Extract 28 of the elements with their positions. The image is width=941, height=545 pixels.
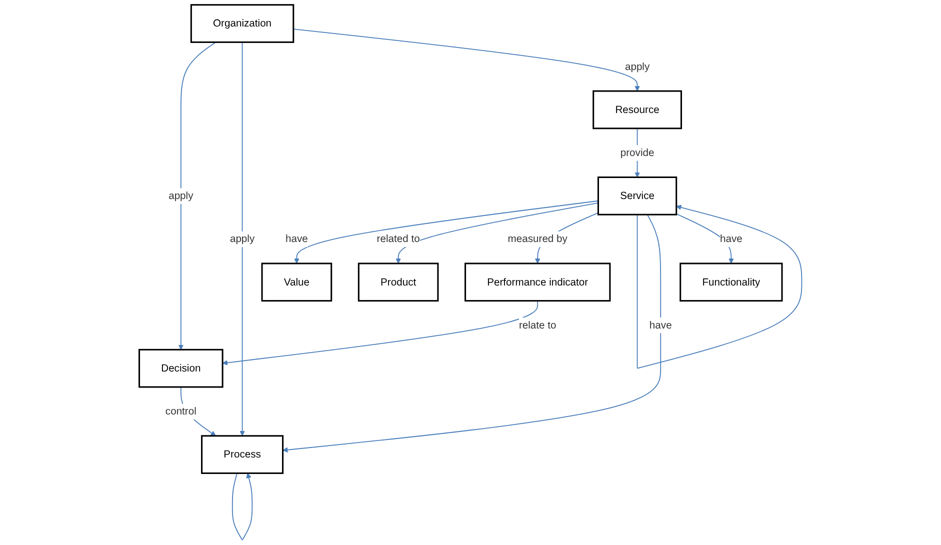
edge-label: relate to xyxy=(518,319,556,331)
node-box: Organization xyxy=(190,4,294,43)
node-box: Resource xyxy=(592,90,682,130)
edge-label: have xyxy=(720,233,742,245)
edge-label: measured by xyxy=(508,233,568,245)
arrow xyxy=(232,472,253,540)
edge-label: have xyxy=(285,233,308,245)
node-box: Value xyxy=(261,262,332,302)
edge-label: control xyxy=(165,406,196,418)
edge-label: have xyxy=(649,319,672,331)
edge-label: apply xyxy=(230,233,255,245)
node-box: Service xyxy=(597,176,678,216)
arrow xyxy=(636,204,802,369)
arrow xyxy=(676,213,734,264)
edge-label: apply xyxy=(168,190,194,202)
arrow xyxy=(178,42,216,350)
node-box: Product xyxy=(358,262,439,302)
node-box: Functionality xyxy=(680,262,783,302)
node-box: Performance indicator xyxy=(464,262,611,302)
edge-label: apply xyxy=(624,60,650,72)
arrow xyxy=(240,42,245,436)
edge-label: related to xyxy=(376,233,420,245)
node-box: Process xyxy=(201,435,284,474)
arrow xyxy=(222,300,538,366)
node-box: Decision xyxy=(138,348,224,388)
edge-label: provide xyxy=(620,146,654,158)
arrow xyxy=(282,214,662,453)
arrow xyxy=(292,28,640,92)
